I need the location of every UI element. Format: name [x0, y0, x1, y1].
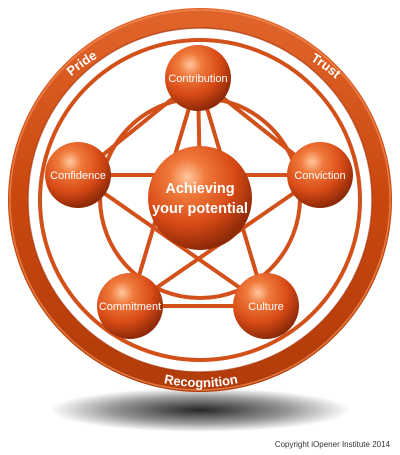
node-label-confidence: Confidence: [50, 170, 106, 182]
node-label-commitment: Commitment: [99, 301, 161, 313]
inner-ring: [38, 38, 362, 362]
node-confidence: Confidence: [45, 142, 111, 208]
center-node: Achieving your potential: [148, 146, 252, 250]
node-culture: Culture: [233, 273, 299, 339]
node-conviction: Conviction: [287, 142, 353, 208]
outer-ring-highlight: [9, 9, 391, 391]
ground-shadow: [50, 388, 350, 432]
node-label-contribution: Contribution: [168, 73, 227, 85]
center-label-line2: your potential: [152, 201, 248, 217]
node-label-culture: Culture: [248, 301, 283, 313]
node-sphere: [287, 142, 353, 208]
outer-ring-inner-edge: [27, 27, 373, 373]
node-sphere: [97, 273, 163, 339]
ring-label-recognition: Recognition: [163, 371, 239, 390]
node-sphere: [233, 273, 299, 339]
node-label-conviction: Conviction: [294, 170, 345, 182]
node-sphere: [45, 142, 111, 208]
node-sphere: [165, 45, 231, 111]
center-label-line1: Achieving: [165, 181, 234, 197]
center-sphere: [148, 146, 252, 250]
copyright-notice: Copyright iOpener Institute 2014: [274, 440, 390, 449]
node-commitment: Commitment: [97, 273, 163, 339]
node-contribution: Contribution: [165, 45, 231, 111]
outer-ring: [8, 8, 392, 392]
